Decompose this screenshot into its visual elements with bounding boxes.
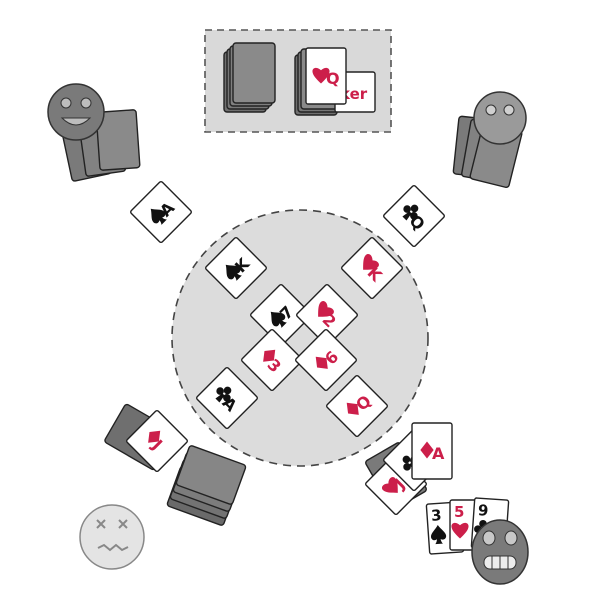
- card-rank: 9: [477, 501, 489, 520]
- center-card-3-diamonds[interactable]: 3: [241, 329, 303, 391]
- player-top-left-avatar: [47, 83, 105, 141]
- player-bottom-left-avatar: [79, 504, 145, 570]
- played-card-bottom-right-A-diamonds[interactable]: A: [411, 422, 453, 480]
- card-rank: 3: [430, 506, 442, 525]
- played-card-top-left-A-spades[interactable]: A: [130, 181, 192, 243]
- card-rank: Q: [326, 69, 340, 88]
- center-card-K-hearts[interactable]: K: [341, 237, 403, 299]
- player-top-right-avatar: [473, 91, 527, 145]
- card-rank: A: [432, 444, 445, 463]
- draw-pile[interactable]: [223, 42, 276, 113]
- table-area: [171, 209, 429, 467]
- discard-top-card[interactable]: Q: [305, 47, 347, 105]
- center-card-6-diamonds[interactable]: 6: [295, 329, 357, 391]
- joker-label: ker: [340, 85, 368, 103]
- player-bottom-right-avatar: [471, 519, 529, 585]
- discard-pile[interactable]: ker Q: [294, 47, 376, 116]
- center-card-Q-diamonds[interactable]: Q: [326, 375, 388, 437]
- center-card-A-clubs[interactable]: A: [196, 367, 258, 429]
- center-card-7-spades[interactable]: 7: [250, 284, 312, 346]
- played-card-top-right-Q-clubs[interactable]: Q: [383, 185, 445, 247]
- played-card-bottom-left-J-diamonds[interactable]: J: [126, 410, 188, 472]
- player-bottom-left-stack: [104, 403, 247, 526]
- center-card-K-spades[interactable]: K: [205, 237, 267, 299]
- card-rank: 5: [454, 503, 464, 521]
- card-queen-hearts[interactable]: Q: [305, 47, 347, 105]
- center-card-2-hearts[interactable]: 2: [296, 284, 358, 346]
